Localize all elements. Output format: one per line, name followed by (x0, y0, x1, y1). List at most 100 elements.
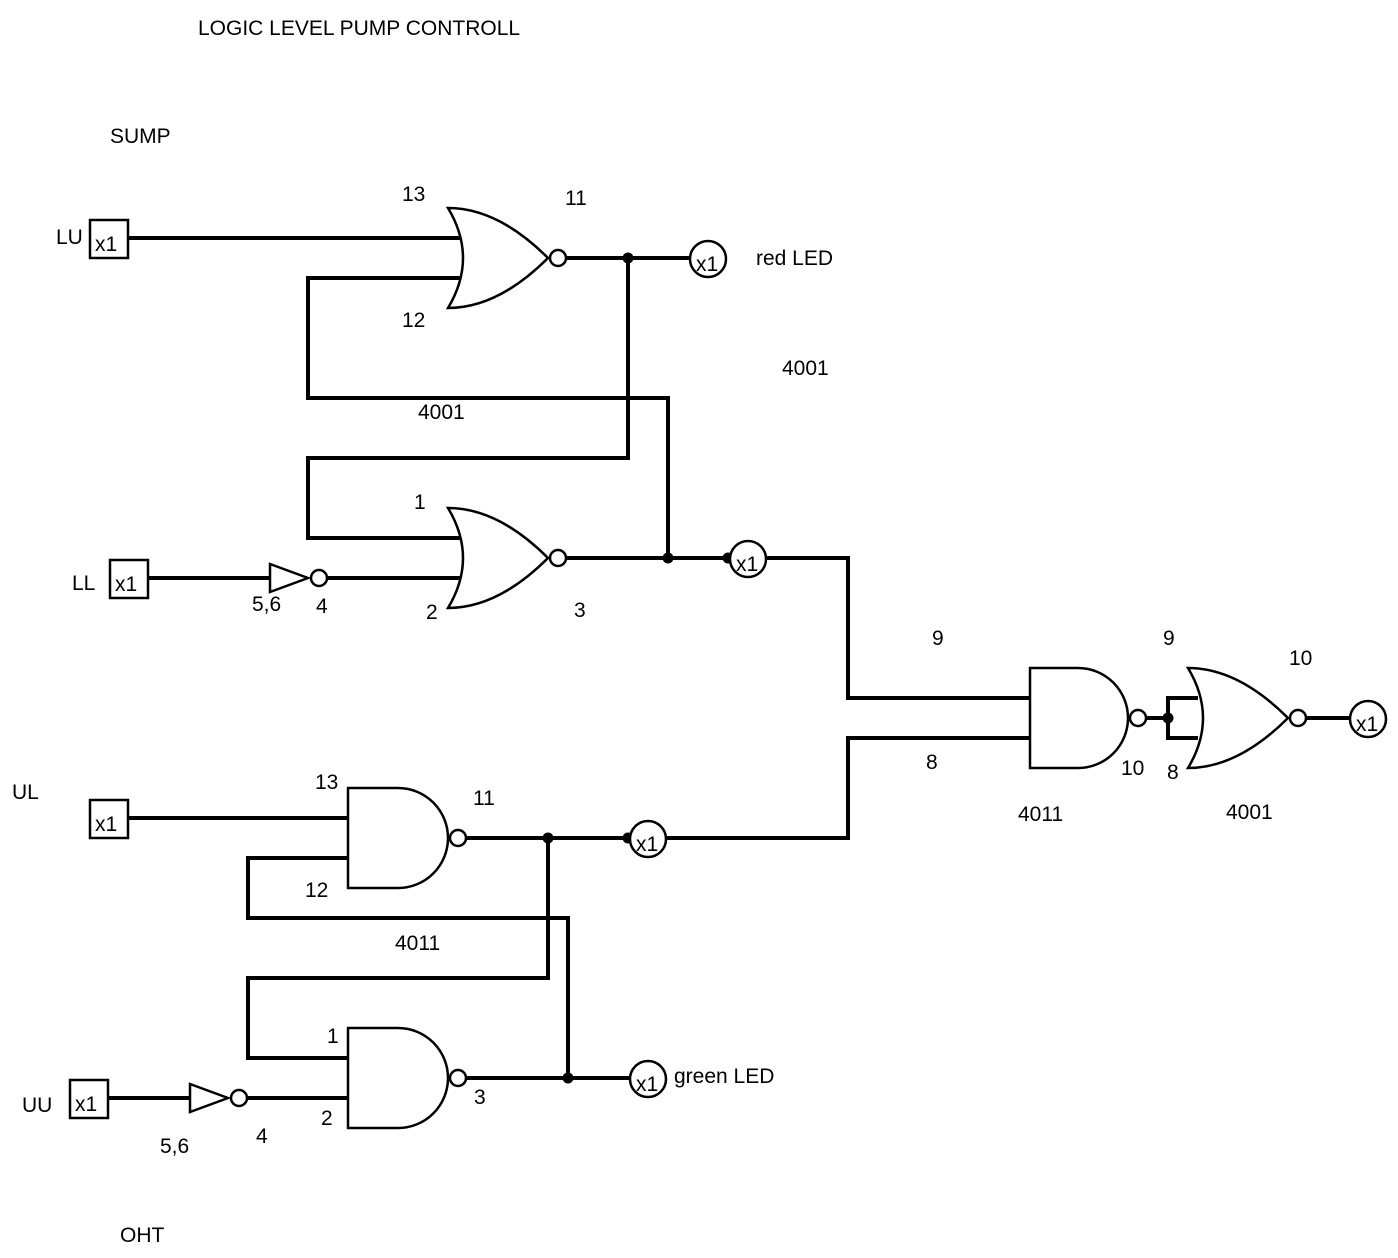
probe-circle (1348, 699, 1388, 739)
input-label-ul: UL (12, 781, 39, 804)
input-box (68, 1078, 110, 1120)
pin-number: 13 (402, 183, 425, 206)
probe-circle (628, 819, 668, 859)
pin-number: 1 (327, 1025, 339, 1048)
junction-dot (1162, 712, 1174, 724)
input-box-ll: x1 (108, 558, 150, 600)
inverter-triangle (188, 1082, 232, 1114)
nand-gate-body (346, 786, 450, 890)
chip-label: 4001 (418, 401, 465, 424)
inverter-1 (268, 562, 329, 594)
nor-gate-2 (445, 506, 568, 610)
chip-label: 4001 (782, 357, 829, 380)
pin-number: 2 (426, 601, 438, 624)
wire-feedback-nand2-to-nand1 (246, 856, 570, 1080)
nand-gate-body (1028, 666, 1130, 770)
probe-label: x1 (696, 253, 718, 276)
nor-gate-1 (445, 206, 568, 310)
inversion-bubble (548, 548, 568, 568)
input-box (88, 218, 130, 260)
junction-dot (542, 832, 554, 844)
wire-feedback-nor1-to-nor2 (306, 256, 630, 540)
input-label-lu: LU (56, 226, 83, 249)
chip-label: 4001 (1226, 801, 1273, 824)
pin-number: 8 (1167, 761, 1179, 784)
junction-dot (562, 1072, 574, 1084)
output-label-red-led: red LED (756, 247, 833, 270)
probe-circle (688, 239, 728, 279)
probe-label: x1 (636, 833, 658, 856)
nand-gate-body (346, 1026, 450, 1130)
pin-number: 4 (256, 1125, 268, 1148)
input-box-label: x1 (95, 813, 117, 836)
output-label-green-led: green LED (674, 1065, 774, 1088)
probe-label: x1 (1356, 713, 1378, 736)
input-box-uu: x1 (68, 1078, 110, 1120)
pin-number: 12 (305, 879, 328, 902)
junction-dot (622, 252, 634, 264)
input-box-label: x1 (95, 233, 117, 256)
pin-number: 8 (926, 751, 938, 774)
input-box-lu: x1 (88, 218, 130, 260)
nor-gate-body (445, 506, 550, 610)
inversion-bubble (548, 248, 568, 268)
input-box-label: x1 (75, 1093, 97, 1116)
section-label-sump: SUMP (110, 125, 171, 148)
inversion-bubble (448, 1068, 468, 1088)
pin-number: 5,6 (252, 593, 281, 616)
input-label-ll: LL (72, 572, 95, 595)
pin-number: 4 (316, 595, 328, 618)
input-box (88, 798, 130, 840)
input-box-ul: x1 (88, 798, 130, 840)
chip-label: 4011 (395, 932, 440, 955)
probe-nand1-out: x1 (628, 819, 668, 859)
probe-nor2-out: x1 (728, 539, 768, 579)
wire-nor2-out (566, 556, 1032, 700)
pin-number: 2 (321, 1107, 333, 1130)
pin-number: 3 (474, 1086, 486, 1109)
nand-gate-1 (346, 786, 468, 890)
probe-green-led: x1 (628, 1059, 668, 1099)
pin-number: 3 (574, 599, 586, 622)
nor-gate-3 (1185, 666, 1308, 770)
inverter-triangle (268, 562, 312, 594)
input-label-uu: UU (22, 1094, 52, 1117)
inversion-bubble (448, 828, 468, 848)
pin-number: 13 (315, 771, 338, 794)
probe-circle (728, 539, 768, 579)
pin-number: 9 (932, 627, 944, 650)
chip-label: 4011 (1018, 803, 1063, 826)
input-box-label: x1 (115, 573, 137, 596)
nand-gate-2 (346, 1026, 468, 1130)
inversion-bubble (1128, 708, 1148, 728)
section-label-oht: OHT (120, 1224, 165, 1247)
inverter-2 (188, 1082, 249, 1114)
nor-gate-body (445, 206, 550, 310)
input-box (108, 558, 150, 600)
pin-number: 10 (1289, 647, 1312, 670)
inversion-bubble (229, 1088, 249, 1108)
pin-number: 5,6 (160, 1135, 189, 1158)
probe-circle (628, 1059, 668, 1099)
inversion-bubble (1288, 708, 1308, 728)
junction-dot (662, 552, 674, 564)
pin-number: 9 (1163, 627, 1175, 650)
pin-number: 1 (414, 491, 426, 514)
probe-final-out: x1 (1348, 699, 1388, 739)
probe-red-led: x1 (688, 239, 728, 279)
pin-number: 11 (473, 787, 495, 810)
probe-label: x1 (736, 553, 758, 576)
wire-feedback-nand1-to-nand2 (246, 836, 550, 1060)
pin-number: 10 (1121, 757, 1144, 780)
diagram-title: LOGIC LEVEL PUMP CONTROLL (198, 17, 520, 40)
wire-nand1-out (466, 736, 1032, 840)
pin-number: 11 (565, 187, 587, 210)
probe-label: x1 (636, 1073, 658, 1096)
wires (106, 236, 1352, 1100)
nor-gate-body (1185, 666, 1290, 770)
inversion-bubble (309, 568, 329, 588)
pin-number: 12 (402, 309, 425, 332)
nand-gate-3 (1028, 666, 1148, 770)
wire-feedback-nor2-to-nor1 (306, 276, 670, 560)
